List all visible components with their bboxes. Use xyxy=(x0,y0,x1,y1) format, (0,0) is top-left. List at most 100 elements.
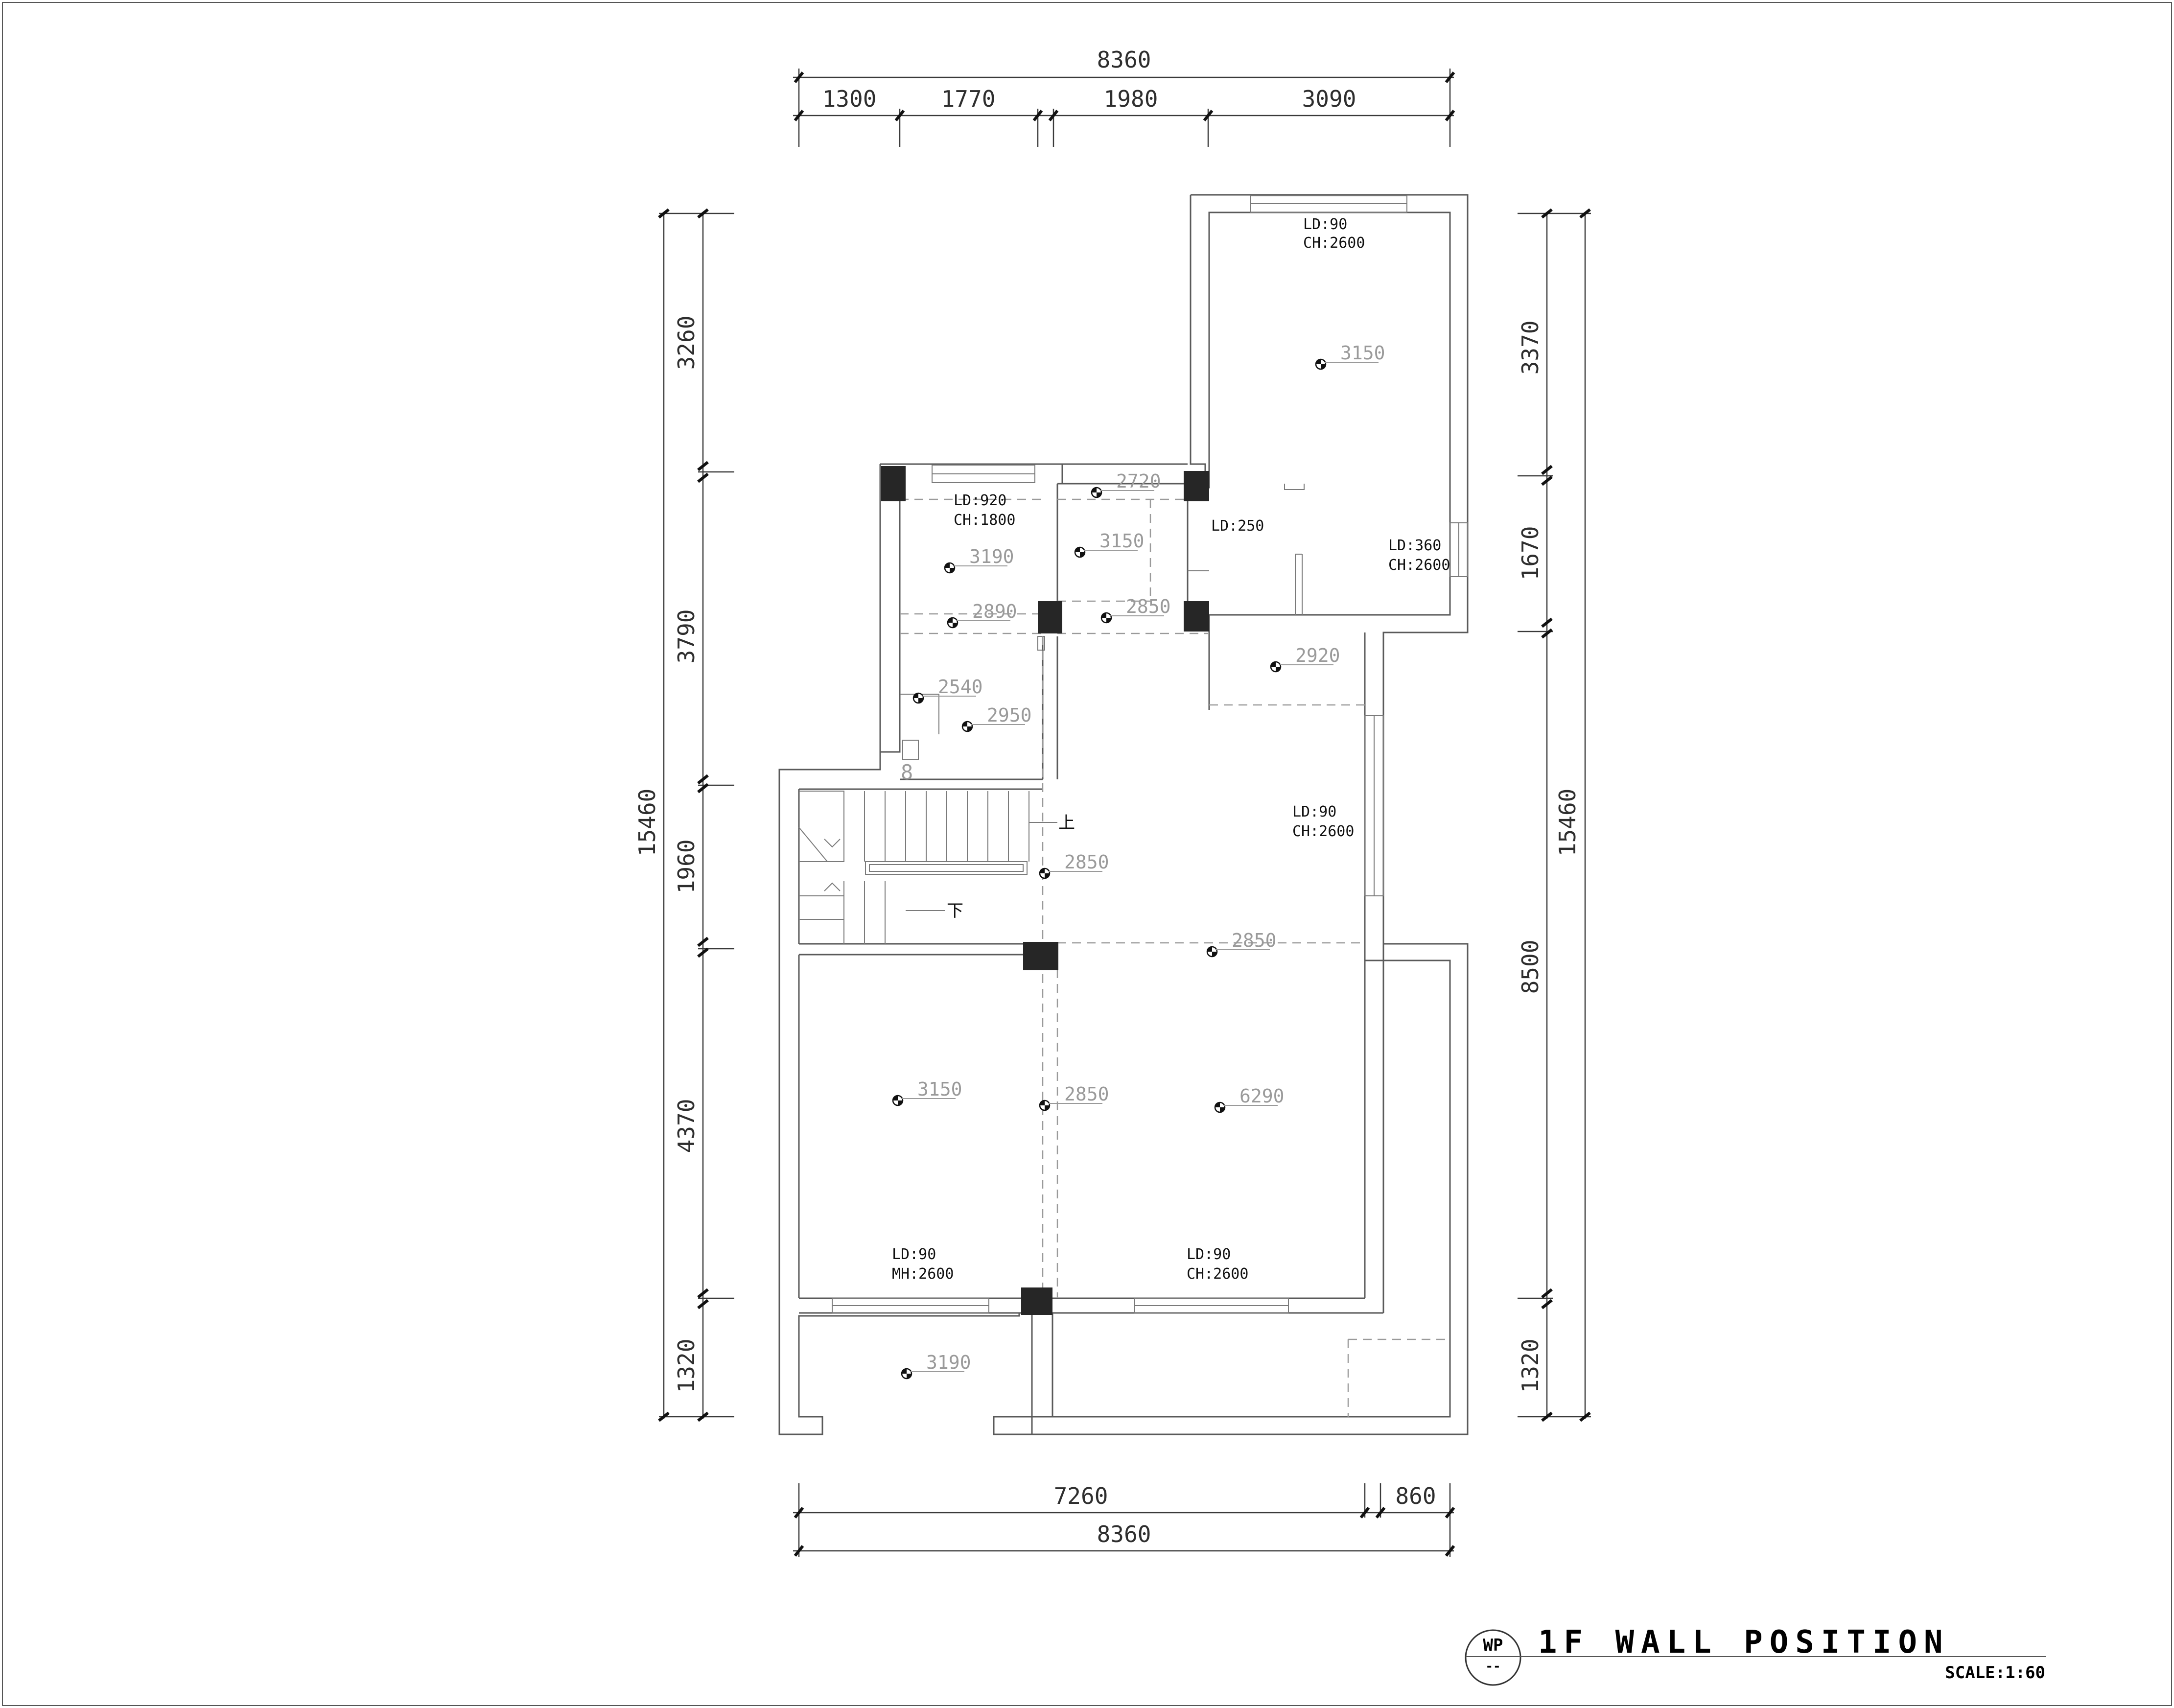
left-dimension-2: 3790 xyxy=(673,609,700,664)
ceiling-height-marker: 6290 xyxy=(1214,1085,1285,1113)
elevation-symbol-fill xyxy=(945,563,950,568)
drawing-scale: SCALE:1:60 xyxy=(1945,1663,2045,1683)
room-tag-line2: CH:2600 xyxy=(1303,234,1365,252)
elevation-symbol-fill xyxy=(1106,618,1111,623)
room-tag-line1: LD:90 xyxy=(1303,216,1347,233)
left-total-dimension: 15460 xyxy=(634,789,660,856)
elevation-symbol-fill xyxy=(967,726,972,731)
small-fixture xyxy=(1037,636,1045,651)
ceiling-height-marker: 3150 xyxy=(1315,342,1385,370)
wall-niche xyxy=(1284,484,1305,490)
room-tag-line2: CH:2600 xyxy=(1187,1265,1248,1283)
structural-column xyxy=(1021,1287,1052,1315)
ceiling-height-marker: 2890 xyxy=(947,601,1017,629)
columns xyxy=(881,466,1209,1315)
ceiling-height-label: 2920 xyxy=(1295,645,1340,666)
ceiling-height-label: 2540 xyxy=(938,676,983,698)
elevation-symbol-fill xyxy=(1045,873,1050,878)
left-dimension-4: 4370 xyxy=(673,1099,700,1153)
elevation-symbol-fill xyxy=(1316,359,1321,364)
structural-column xyxy=(881,466,906,501)
structural-column xyxy=(1038,601,1062,633)
ceiling-height-label: 3150 xyxy=(917,1078,962,1100)
room-tag-line1: LD:90 xyxy=(892,1246,936,1263)
drawing-title: 1F WALL POSITION xyxy=(1538,1624,1950,1661)
elevation-symbol-fill xyxy=(1040,1100,1045,1105)
elevation-symbol-fill xyxy=(1101,613,1106,618)
right-dimension-1: 3370 xyxy=(1517,321,1543,375)
elevation-symbol-fill xyxy=(1097,492,1101,497)
right-dimension-3: 8500 xyxy=(1517,940,1543,994)
right-dimension-2: 1670 xyxy=(1517,526,1543,581)
elevation-symbol-fill xyxy=(1075,547,1080,552)
title-block: WP -- 1F WALL POSITION SCALE:1:60 xyxy=(1465,1624,2046,1686)
left-dimension-3: 1960 xyxy=(673,840,700,894)
stair-handrail-inner xyxy=(869,864,1024,872)
ceiling-height-marker: 2720 xyxy=(1091,470,1161,498)
bottom-total-dimension: 8360 xyxy=(1097,1521,1151,1547)
elevation-symbol-fill xyxy=(918,698,923,703)
ceiling-height-marker: 2850 xyxy=(1100,596,1171,624)
elevation-symbol-fill xyxy=(1045,1105,1050,1110)
room-tag-line1: LD:250 xyxy=(1211,517,1264,535)
ceiling-height-marker: 2850 xyxy=(1039,1083,1109,1111)
elevation-symbol-fill xyxy=(948,618,953,623)
room-tag-line1: LD:90 xyxy=(1187,1246,1231,1263)
elevation-symbol-fill xyxy=(1212,952,1217,957)
ceiling-height-label: 2890 xyxy=(972,601,1017,622)
stair-outline xyxy=(799,791,844,862)
room-tag-line1: LD:360 xyxy=(1388,537,1441,554)
elevation-symbol-fill xyxy=(1276,667,1281,672)
elevation-symbol-fill xyxy=(902,1369,907,1374)
ceiling-height-marker: 2540 xyxy=(912,676,983,704)
top-dimension-4: 3090 xyxy=(1302,86,1356,112)
room-tag-line2: CH:2600 xyxy=(1292,823,1354,840)
right-dimension-4: 1320 xyxy=(1517,1339,1543,1393)
ceiling-height-label: 3150 xyxy=(1099,530,1145,552)
room-tag-line1: LD:920 xyxy=(954,492,1006,509)
elevation-symbol-fill xyxy=(893,1096,898,1100)
bottom-dimension-1: 7260 xyxy=(1054,1483,1108,1509)
ceiling-height-label: 2720 xyxy=(1116,470,1161,492)
bottom-dimension-group: 7260 860 8360 xyxy=(793,1483,1455,1557)
elevation-symbol-fill xyxy=(1271,662,1276,667)
top-total-dimension: 8360 xyxy=(1097,47,1151,73)
stair-step-count: 8 xyxy=(901,760,913,784)
left-dimension-group: 15460 3260 3790 1960 4370 1320 xyxy=(634,208,734,1422)
outer-wall-outline xyxy=(993,194,1469,1435)
room-tag-line2: CH:2600 xyxy=(1388,557,1450,574)
elevation-symbol-fill xyxy=(1321,364,1326,369)
title-badge-sub: -- xyxy=(1485,1659,1500,1674)
ceiling-height-label: 2950 xyxy=(987,704,1032,726)
elevation-symbol-fill xyxy=(913,693,918,698)
elevation-symbol-fill xyxy=(1040,868,1045,873)
right-dimension-group: 15460 3370 1670 8500 1320 xyxy=(1517,208,1591,1422)
elevation-symbol-fill xyxy=(1207,947,1212,952)
elevation-symbol-fill xyxy=(1092,488,1097,492)
wc-fixture xyxy=(902,740,919,760)
elevation-symbol-fill xyxy=(1215,1102,1220,1107)
ceiling-height-marker: 2920 xyxy=(1270,645,1340,673)
elevation-symbol-fill xyxy=(962,722,967,726)
top-dimension-2: 1770 xyxy=(941,86,996,112)
left-dimension-5: 1320 xyxy=(673,1339,700,1393)
structural-column xyxy=(1023,942,1058,970)
ceiling-height-label: 2850 xyxy=(1064,851,1109,873)
windows xyxy=(832,195,1468,1313)
stair-landing xyxy=(798,827,828,862)
ceiling-height-marker: 2850 xyxy=(1039,851,1109,879)
ceiling-height-label: 2850 xyxy=(1064,1083,1109,1105)
top-dimension-group: 8360 1300 1770 1980 3090 xyxy=(793,47,1455,147)
elevation-symbol-fill xyxy=(1080,552,1085,557)
ceiling-height-label: 3150 xyxy=(1340,342,1385,364)
bottom-dimension-2: 860 xyxy=(1395,1483,1436,1509)
ceiling-height-marker: 2850 xyxy=(1206,930,1277,958)
top-dimension-1: 1300 xyxy=(822,86,877,112)
stair-handrail xyxy=(865,861,1028,875)
elevation-symbol-fill xyxy=(1220,1107,1225,1112)
inner-wall-west xyxy=(880,484,901,753)
top-dimension-3: 1980 xyxy=(1104,86,1158,112)
stair: 上 下 8 xyxy=(798,760,1075,944)
